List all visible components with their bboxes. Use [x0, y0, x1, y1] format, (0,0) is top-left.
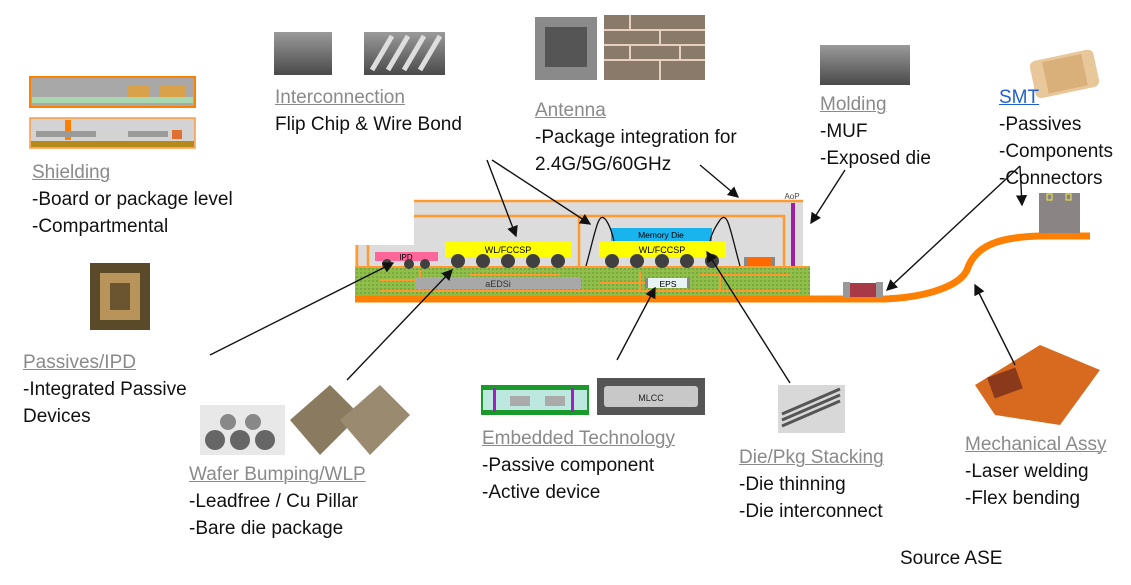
source-credit: Source ASE: [900, 548, 1003, 569]
interconnection-images: [274, 32, 445, 75]
die-left-label: WL/FCCSP: [485, 245, 532, 255]
mlcc-label: MLCC: [638, 393, 664, 403]
molding-line: -Exposed die: [820, 148, 931, 169]
callout-passives: Passives/IPD -Integrated Passive Devices: [23, 349, 187, 430]
wafer-bumping-line: -Bare die package: [189, 518, 344, 539]
shielding-line: -Compartmental: [32, 216, 169, 237]
callout-antenna: Antenna -Package integration for 2.4G/5G…: [535, 97, 737, 178]
interconnection-line: Flip Chip & Wire Bond: [275, 114, 462, 135]
embedded-title[interactable]: Embedded Technology: [482, 428, 675, 449]
callout-shielding: Shielding -Board or package level -Compa…: [32, 159, 233, 240]
interconnection-title[interactable]: Interconnection: [275, 87, 405, 108]
shielding-images: [29, 76, 196, 149]
passives-line: -Integrated Passive: [23, 379, 187, 400]
callout-wafer-bumping: Wafer Bumping/WLP -Leadfree / Cu Pillar …: [189, 461, 366, 542]
mechanical-line: -Flex bending: [965, 488, 1081, 509]
ipd-block: [375, 252, 438, 261]
die-right-label: WL/FCCSP: [639, 245, 686, 255]
callout-arrows: [209, 159, 1028, 384]
aedsi-label: aEDSi: [485, 279, 511, 289]
mechanical-image: [975, 345, 1100, 425]
callout-molding: Molding -MUF -Exposed die: [820, 91, 931, 172]
stacking-line: -Die thinning: [739, 474, 846, 495]
smt-title[interactable]: SMT: [999, 87, 1040, 108]
package-cross-section: IPD WL/FCCSP Memory Die WL/FCCSP aEDSi E…: [355, 192, 1090, 303]
smt-line: -Components: [999, 141, 1114, 162]
antenna-title[interactable]: Antenna: [535, 100, 606, 121]
callout-stacking: Die/Pkg Stacking -Die thinning -Die inte…: [739, 444, 884, 525]
ipd-label: IPD: [399, 253, 413, 262]
embedded-line: -Active device: [482, 482, 601, 503]
callout-embedded: Embedded Technology -Passive component -…: [482, 425, 675, 506]
smt-image: [1029, 49, 1100, 99]
stacking-title[interactable]: Die/Pkg Stacking: [739, 447, 884, 468]
callout-mechanical: Mechanical Assy -Laser welding -Flex ben…: [965, 431, 1107, 512]
wafer-bumping-images: [200, 385, 410, 455]
antenna-line: -Package integration for: [535, 127, 737, 148]
mechanical-line: -Laser welding: [965, 461, 1089, 482]
passives-title[interactable]: Passives/IPD: [23, 352, 136, 373]
molding-line: -MUF: [820, 121, 868, 142]
passives-line: Devices: [23, 406, 91, 427]
embedded-images: MLCC: [481, 378, 705, 415]
eps-label: EPS: [659, 279, 676, 289]
mechanical-title[interactable]: Mechanical Assy: [965, 434, 1107, 455]
smt-line: -Passives: [999, 114, 1082, 135]
callout-interconnection: Interconnection Flip Chip & Wire Bond: [275, 84, 462, 138]
aop-label: AoP: [784, 192, 799, 201]
embedded-line: -Passive component: [482, 455, 655, 476]
ipd-image: [90, 263, 150, 330]
shielding-line: -Board or package level: [32, 189, 233, 210]
molding-title[interactable]: Molding: [820, 94, 887, 115]
connector: [1039, 193, 1080, 233]
memory-die-label: Memory Die: [638, 230, 684, 240]
antenna-images: [535, 15, 705, 80]
wafer-bumping-line: -Leadfree / Cu Pillar: [189, 491, 358, 512]
stacking-line: -Die interconnect: [739, 501, 883, 522]
antenna-line: 2.4G/5G/60GHz: [535, 154, 672, 175]
molding-image: [820, 45, 910, 85]
stacking-image: [778, 385, 845, 433]
wafer-bumping-title[interactable]: Wafer Bumping/WLP: [189, 464, 366, 485]
flex-substrate: [355, 232, 1090, 303]
smt-line: -Connectors: [999, 168, 1103, 189]
callout-smt: SMT -Passives -Components -Connectors: [999, 84, 1113, 192]
shielding-title[interactable]: Shielding: [32, 162, 111, 183]
